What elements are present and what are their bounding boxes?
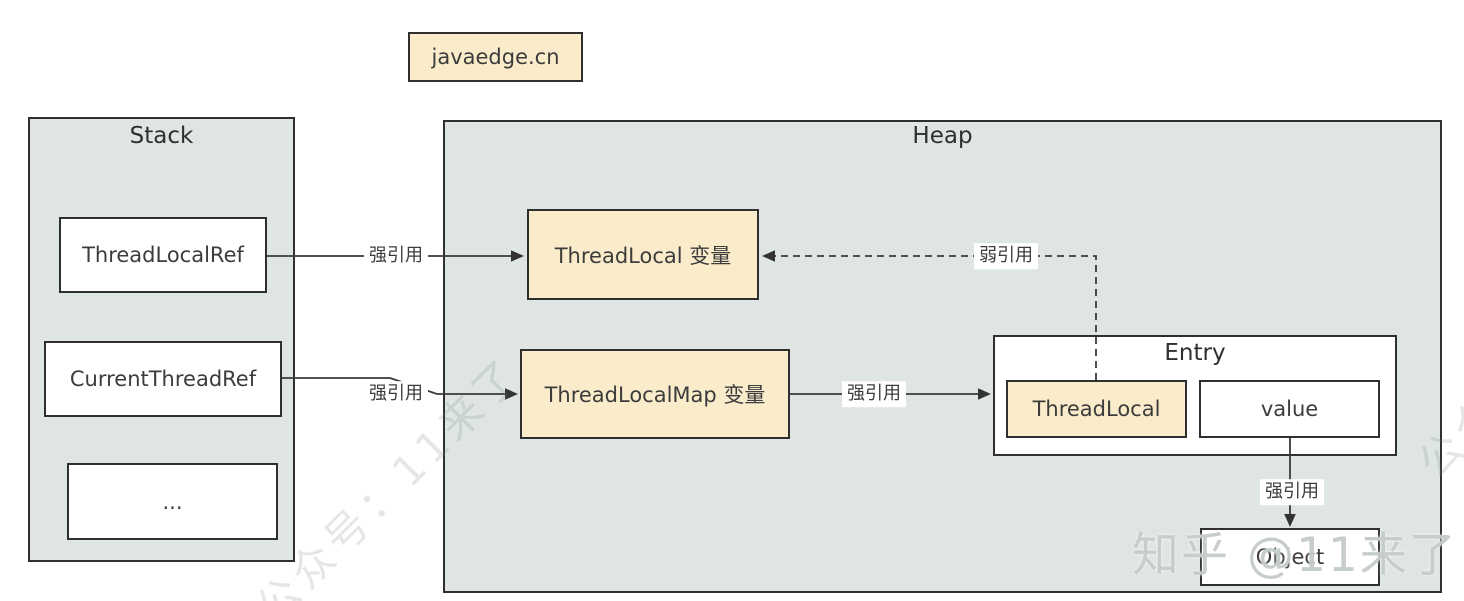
- entry-value-label: value: [1260, 397, 1319, 421]
- threadlocalref-label: ThreadLocalRef: [82, 243, 244, 267]
- stack-item-ellipsis: ...: [67, 463, 278, 540]
- stack-item-threadlocalref: ThreadLocalRef: [59, 217, 267, 293]
- stack-item-currentthreadref: CurrentThreadRef: [44, 341, 282, 417]
- banner-javaedge: javaedge.cn: [408, 32, 583, 82]
- edge-label-weak-ref: 弱引用: [974, 243, 1038, 269]
- entry-value-box: value: [1199, 380, 1380, 438]
- box-threadlocalmap-var: ThreadLocalMap 变量: [520, 349, 790, 439]
- heap-title: Heap: [912, 123, 973, 149]
- stack-title: Stack: [129, 123, 194, 149]
- watermark-zhihu: 知乎 @11来了: [1132, 528, 1458, 583]
- ellipsis-label: ...: [162, 489, 183, 514]
- edge-label-strong-ref-3: 强引用: [842, 381, 906, 407]
- entry-threadlocal-label: ThreadLocal: [1032, 397, 1161, 421]
- edge-label-strong-ref-2: 强引用: [364, 381, 428, 407]
- threadlocalmap-var-label: ThreadLocalMap 变量: [544, 383, 766, 407]
- box-object: Object: [1200, 528, 1380, 586]
- currentthreadref-label: CurrentThreadRef: [69, 367, 257, 391]
- entry-threadlocal-box: ThreadLocal: [1006, 380, 1187, 438]
- object-label: Object: [1255, 545, 1325, 569]
- edge-label-strong-ref-4: 强引用: [1260, 479, 1324, 505]
- threadlocal-var-label: ThreadLocal 变量: [554, 243, 732, 268]
- banner-label: javaedge.cn: [431, 45, 560, 69]
- edge-label-strong-ref-1: 强引用: [364, 243, 428, 269]
- box-threadlocal-var: ThreadLocal 变量: [527, 209, 759, 300]
- entry-title: Entry: [1164, 340, 1226, 366]
